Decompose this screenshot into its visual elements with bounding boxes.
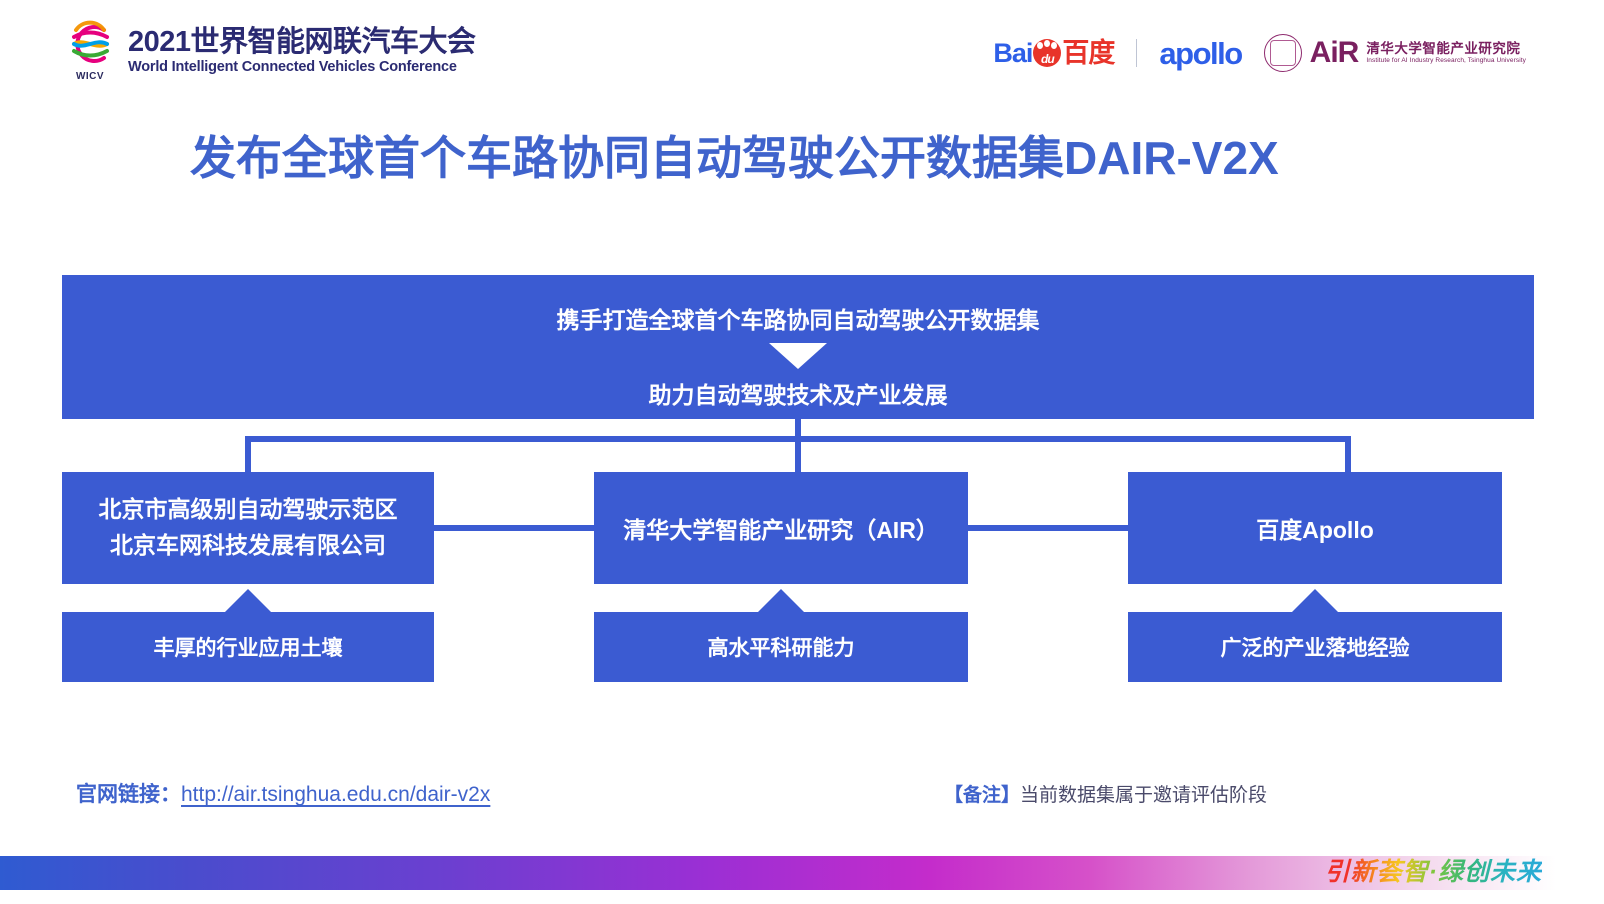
top-box-headline: 携手打造全球首个车路协同自动驾驶公开数据集 bbox=[556, 307, 1040, 333]
strength-box-industry-soil-label: 丰厚的行业应用土壤 bbox=[153, 637, 343, 660]
partner-box-beijing-line1: 北京市高级别自动驾驶示范区 bbox=[98, 496, 398, 523]
connector-drop-right bbox=[1345, 436, 1351, 472]
partner-logo-row: Bai du 百度 apollo AiR 清华大学智能产业研究院 Institu… bbox=[993, 34, 1526, 72]
diagram-top-box: 携手打造全球首个车路协同自动驾驶公开数据集 助力自动驾驶技术及产业发展 bbox=[62, 275, 1534, 419]
baidu-cn-text: 百度 bbox=[1062, 37, 1115, 68]
air-name-cn: 清华大学智能产业研究院 bbox=[1366, 40, 1521, 56]
connector-stem bbox=[795, 419, 801, 472]
connector-horizontal-bus bbox=[245, 436, 1351, 442]
connector-link-left-center bbox=[434, 525, 594, 531]
official-website-link[interactable]: http://air.tsinghua.edu.cn/dair-v2x bbox=[181, 783, 491, 806]
up-triangle-icon-right bbox=[1289, 589, 1341, 615]
air-name-block: 清华大学智能产业研究院 Institute for AI Industry Re… bbox=[1366, 40, 1526, 65]
baidu-logo: Bai du 百度 bbox=[993, 37, 1115, 68]
air-name-en: Institute for AI Industry Research, Tsin… bbox=[1366, 57, 1526, 64]
strength-box-deployment: 广泛的产业落地经验 bbox=[1128, 612, 1502, 682]
conference-slogan: 引新荟智·绿创未来 bbox=[1325, 852, 1542, 888]
slide-header: WICV 2021世界智能网联汽车大会 World Intelligent Co… bbox=[0, 0, 1604, 100]
baidu-paw-text: du bbox=[1041, 52, 1055, 66]
strength-box-industry-soil: 丰厚的行业应用土壤 bbox=[62, 612, 434, 682]
partner-box-apollo-line1: 百度Apollo bbox=[1256, 517, 1374, 543]
remark-text: 当前数据集属于邀请评估阶段 bbox=[1020, 785, 1268, 806]
top-box-subline: 助力自动驾驶技术及产业发展 bbox=[648, 382, 948, 408]
wicv-ring-icon: WICV bbox=[62, 20, 118, 82]
page-title: 发布全球首个车路协同自动驾驶公开数据集DAIR-V2X bbox=[190, 132, 1279, 184]
remark-tag: 【备注】 bbox=[944, 785, 1021, 806]
tsinghua-seal-icon bbox=[1263, 34, 1302, 72]
air-institute-logo: AiR 清华大学智能产业研究院 Institute for AI Industr… bbox=[1263, 34, 1526, 72]
up-triangle-icon-center bbox=[755, 589, 807, 615]
up-triangle-icon-left bbox=[222, 589, 274, 615]
partner-box-air: 清华大学智能产业研究（AIR） bbox=[594, 472, 968, 584]
official-website-label: 官网链接： bbox=[76, 783, 181, 806]
baidu-latin-text: Bai bbox=[993, 37, 1033, 68]
air-wordmark: AiR bbox=[1309, 36, 1360, 69]
wicv-title-cn: 2021世界智能网联汽车大会 bbox=[128, 25, 476, 58]
wicv-title-en: World Intelligent Connected Vehicles Con… bbox=[128, 58, 457, 75]
baidu-paw-icon: du bbox=[1033, 39, 1062, 67]
strength-box-research-label: 高水平科研能力 bbox=[707, 637, 855, 660]
logo-divider bbox=[1136, 39, 1138, 67]
strength-box-research: 高水平科研能力 bbox=[594, 612, 968, 682]
partner-box-air-line1: 清华大学智能产业研究（AIR） bbox=[623, 517, 939, 543]
bottom-gradient-bar bbox=[0, 856, 1604, 890]
connector-link-center-right bbox=[968, 525, 1128, 531]
connector-drop-left bbox=[245, 436, 251, 472]
strength-box-deployment-label: 广泛的产业落地经验 bbox=[1220, 637, 1410, 660]
partner-box-beijing: 北京市高级别自动驾驶示范区 北京车网科技发展有限公司 bbox=[62, 472, 434, 584]
apollo-logo: apollo bbox=[1159, 35, 1243, 71]
remark-line: 【备注】当前数据集属于邀请评估阶段 bbox=[944, 780, 1267, 807]
wicv-logo-text: 2021世界智能网联汽车大会 World Intelligent Connect… bbox=[128, 25, 476, 75]
partner-box-apollo: 百度Apollo bbox=[1128, 472, 1502, 584]
wicv-logo-caption: WICV bbox=[75, 71, 105, 82]
wicv-conference-logo: WICV 2021世界智能网联汽车大会 World Intelligent Co… bbox=[62, 20, 476, 82]
partner-box-beijing-line2: 北京车网科技发展有限公司 bbox=[110, 532, 386, 558]
down-triangle-icon bbox=[769, 343, 827, 369]
official-website-line: 官网链接：http://air.tsinghua.edu.cn/dair-v2x bbox=[76, 778, 490, 808]
